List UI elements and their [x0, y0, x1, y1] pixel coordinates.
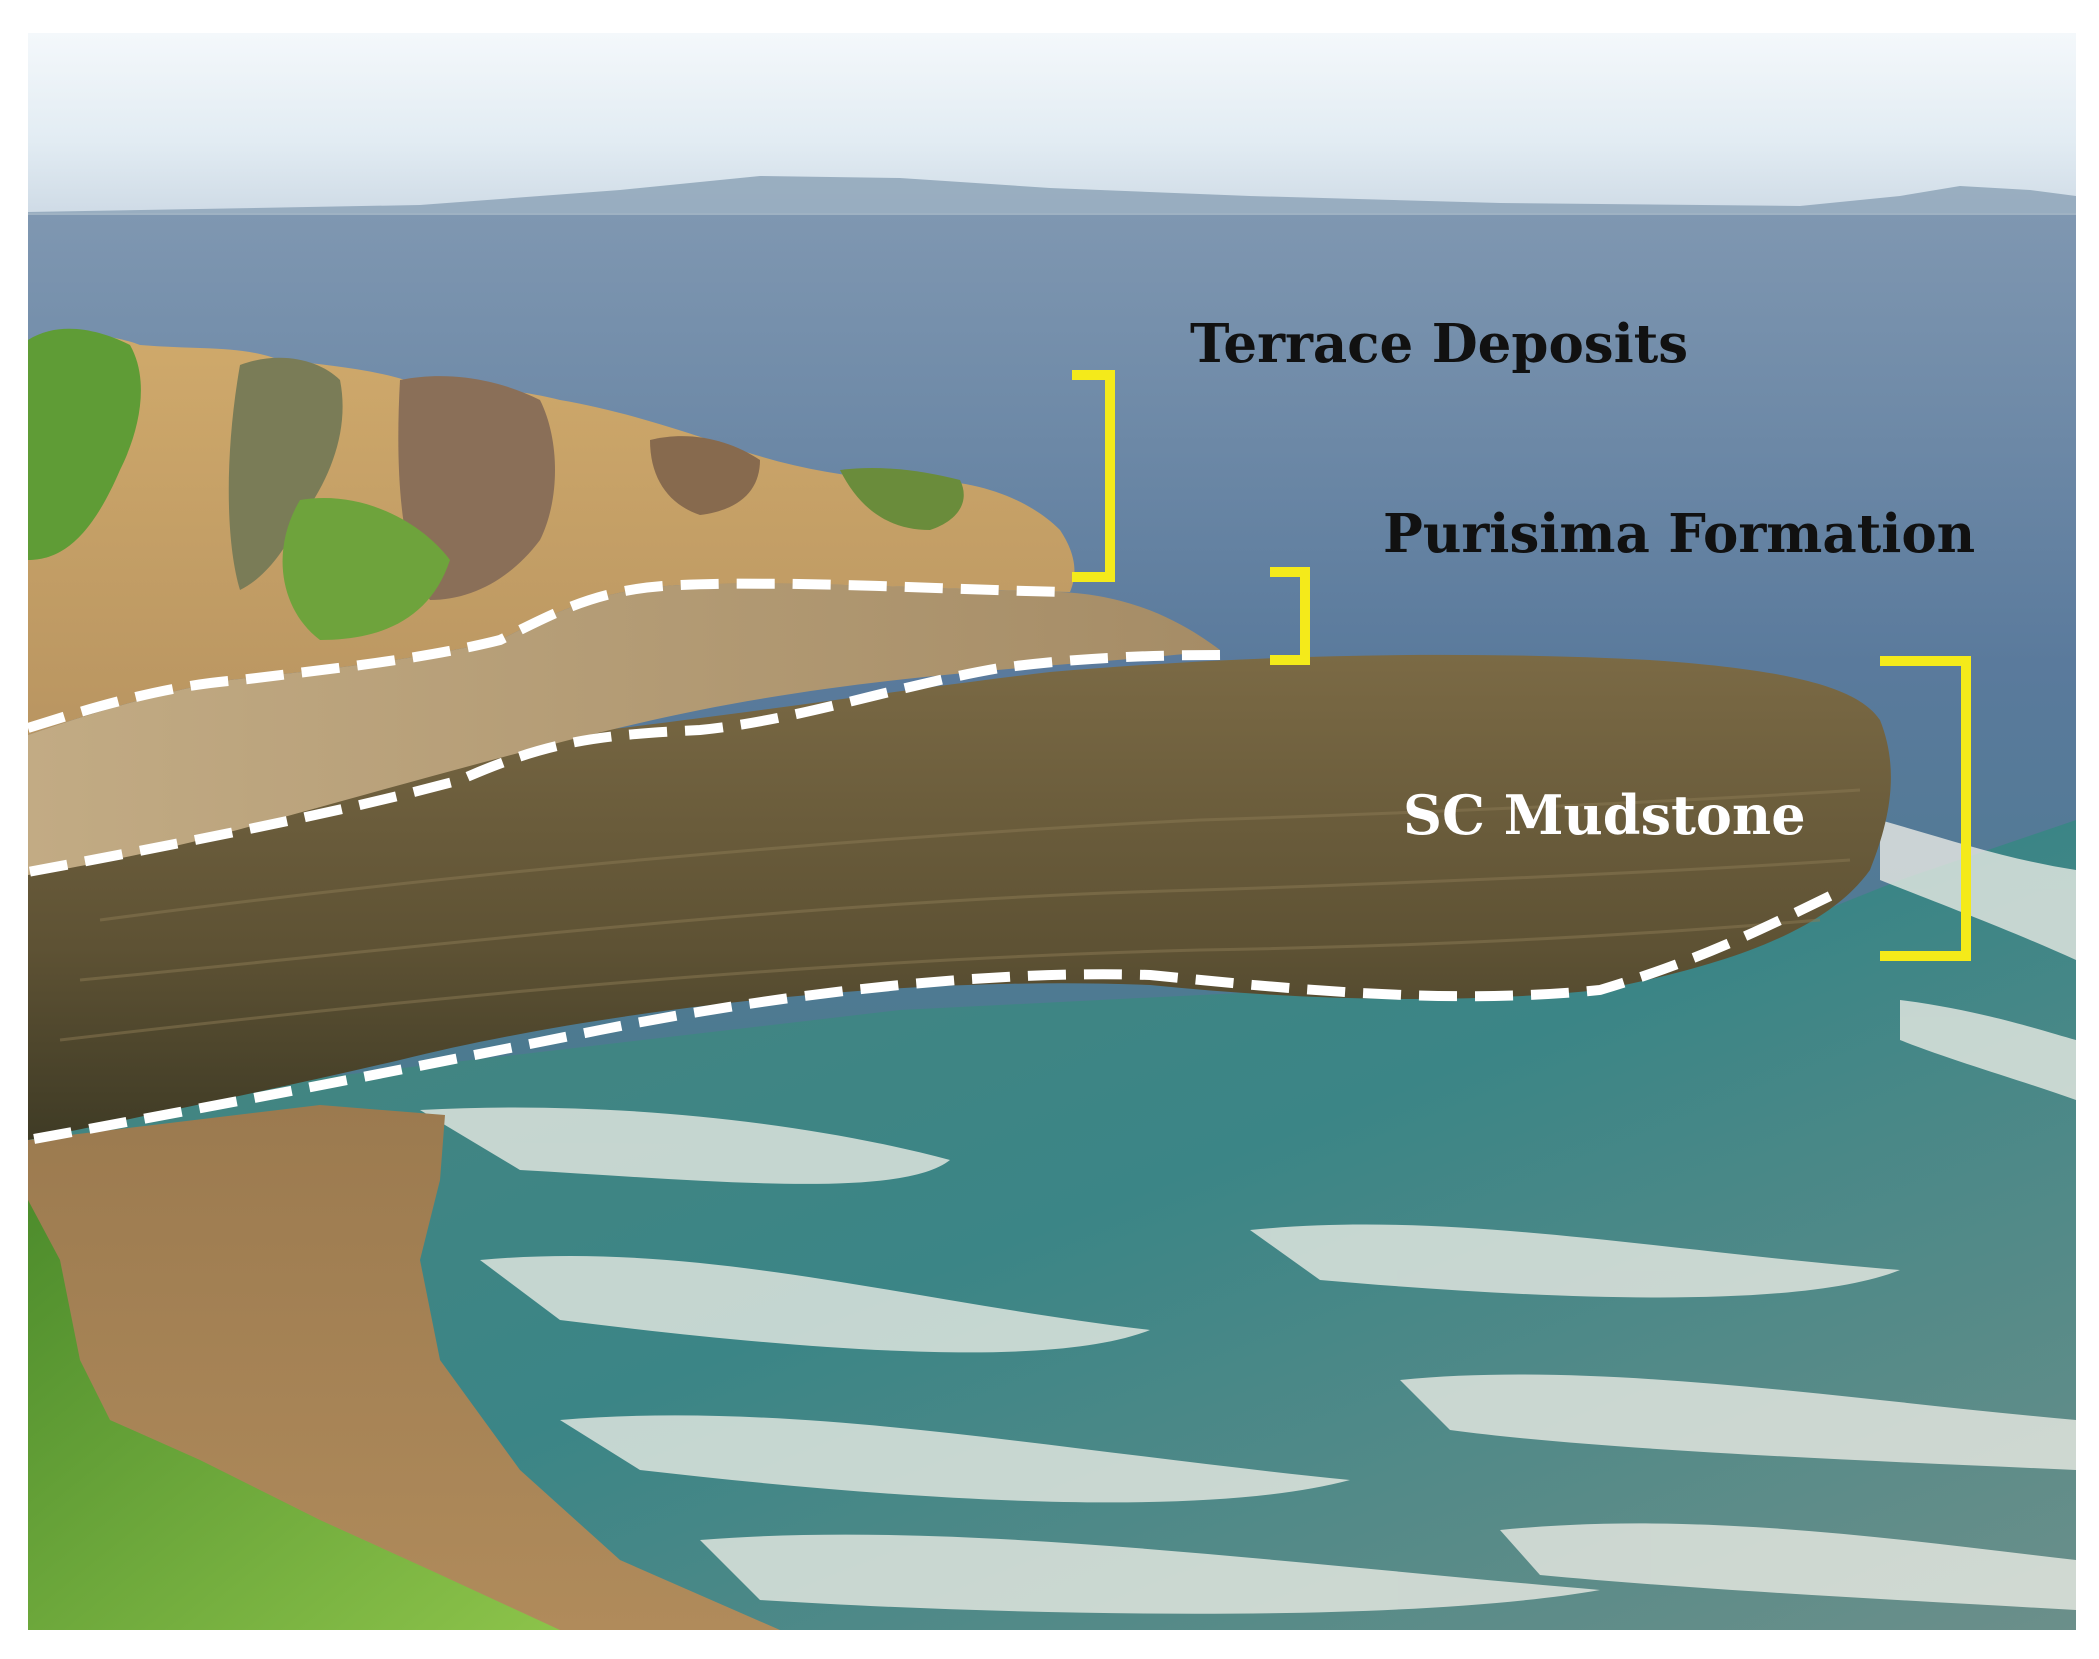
- unit-brackets: [1072, 370, 1971, 961]
- label-sc-mudstone: SC Mudstone: [1403, 783, 1806, 847]
- bracket-terrace-deposits: [1072, 370, 1115, 582]
- contact-lines: [28, 578, 1833, 1145]
- mudstone-texture: [59, 788, 1861, 1042]
- cliff-vegetation: [28, 328, 964, 640]
- distant-mountains: [28, 176, 2076, 222]
- contact-line-mudstone-base: [28, 891, 1833, 1145]
- contact-line-terrace-purisima: [28, 578, 1071, 733]
- contact-line-purisima-mudstone-upper: [28, 650, 1221, 877]
- purisima-unit: [28, 583, 1220, 875]
- sky: [28, 33, 2076, 213]
- surf-foam: [420, 820, 2076, 1614]
- label-terrace-deposits: Terrace Deposits: [1190, 313, 1689, 375]
- label-purisima-formation: Purisima Formation: [1383, 503, 1976, 565]
- foreground-vegetation: [28, 1200, 560, 1630]
- bracket-sc-mudstone: [1880, 656, 1971, 961]
- mudstone-unit: [28, 654, 1891, 1140]
- bracket-purisima-formation: [1270, 567, 1310, 665]
